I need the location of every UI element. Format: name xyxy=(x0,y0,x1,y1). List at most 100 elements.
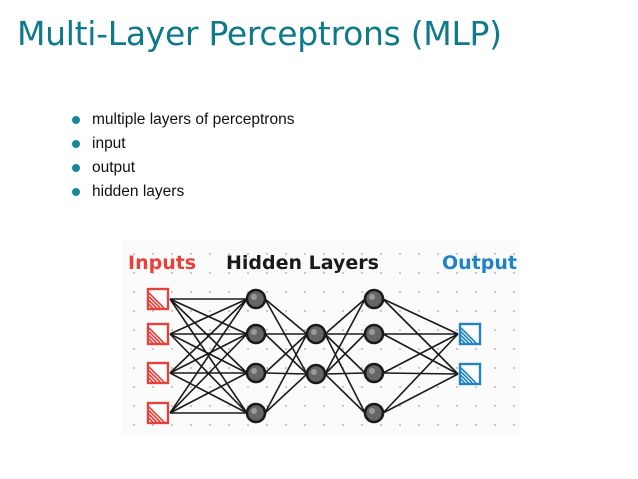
connection-edge xyxy=(169,298,248,335)
grid-dot xyxy=(437,405,439,407)
grid-dot xyxy=(304,310,306,312)
grid-dot xyxy=(342,272,344,274)
grid-dot xyxy=(456,310,458,312)
connection-edge xyxy=(324,298,366,375)
grid-dot xyxy=(228,253,230,255)
grid-dot xyxy=(494,272,496,274)
grid-dot xyxy=(475,253,477,255)
grid-dot xyxy=(361,272,363,274)
grid-dot xyxy=(323,405,325,407)
grid-dot xyxy=(418,291,420,293)
grid-dot xyxy=(228,272,230,274)
grid-dot xyxy=(285,367,287,369)
hidden-layers-header: Hidden Layers xyxy=(226,252,379,274)
hidden-neuron xyxy=(245,323,267,345)
grid-dot xyxy=(361,310,363,312)
inputs-header: Inputs xyxy=(128,252,196,274)
hidden-neuron xyxy=(363,362,385,384)
grid-dot xyxy=(418,329,420,331)
grid-dot xyxy=(456,329,458,331)
grid-dot xyxy=(266,405,268,407)
grid-dot xyxy=(247,424,249,426)
grid-dot xyxy=(399,348,401,350)
grid-dot xyxy=(285,272,287,274)
grid-dot xyxy=(513,291,515,293)
grid-dot xyxy=(513,272,515,274)
connection-edge xyxy=(324,298,366,335)
grid-dot xyxy=(399,424,401,426)
grid-dot xyxy=(380,386,382,388)
grid-dot xyxy=(361,253,363,255)
grid-dot xyxy=(171,291,173,293)
grid-dot xyxy=(190,272,192,274)
grid-dot xyxy=(418,348,420,350)
grid-dot xyxy=(475,348,477,350)
grid-dot xyxy=(475,405,477,407)
grid-dot xyxy=(285,253,287,255)
grid-dot xyxy=(475,272,477,274)
grid-dot xyxy=(323,310,325,312)
connection-edge xyxy=(382,333,459,374)
grid-dot xyxy=(266,253,268,255)
connection-edge xyxy=(324,372,366,375)
hidden-neuron xyxy=(245,362,267,384)
grid-dot xyxy=(475,291,477,293)
grid-dot xyxy=(342,329,344,331)
connection-edge xyxy=(169,298,248,414)
grid-dot xyxy=(171,272,173,274)
hidden-neuron xyxy=(305,363,327,385)
grid-dot xyxy=(133,386,135,388)
input-node xyxy=(146,287,170,311)
grid-dot xyxy=(399,272,401,274)
connections xyxy=(169,298,459,414)
input-node xyxy=(146,361,170,385)
grid-dot xyxy=(437,386,439,388)
grid-dot xyxy=(304,386,306,388)
grid-dot xyxy=(171,310,173,312)
grid-dot xyxy=(513,405,515,407)
grid-dot xyxy=(228,291,230,293)
grid-dot xyxy=(285,405,287,407)
grid-dot xyxy=(437,291,439,293)
output-header: Output xyxy=(442,252,517,274)
grid-dot xyxy=(437,272,439,274)
bullet-dot-icon xyxy=(72,140,80,148)
grid-dot xyxy=(209,329,211,331)
grid-dot xyxy=(380,272,382,274)
grid-dot xyxy=(361,329,363,331)
grid-dot xyxy=(285,291,287,293)
mlp-diagram-canvas: Inputs Hidden Layers Output xyxy=(128,252,517,426)
grid-dot xyxy=(342,424,344,426)
grid-dot xyxy=(380,348,382,350)
grid-dot xyxy=(133,253,135,255)
grid-dot xyxy=(494,367,496,369)
grid-dot xyxy=(209,291,211,293)
grid-dot xyxy=(342,348,344,350)
grid-dot xyxy=(513,253,515,255)
grid-dot xyxy=(513,348,515,350)
grid-dot xyxy=(399,367,401,369)
grid-dot xyxy=(247,348,249,350)
grid-dot xyxy=(513,367,515,369)
output-node xyxy=(458,322,482,346)
grid-dot xyxy=(437,310,439,312)
grid-dot xyxy=(304,348,306,350)
bullet-dot-icon xyxy=(72,188,80,196)
grid-dot xyxy=(152,310,154,312)
connection-edge xyxy=(264,333,308,374)
bullet-item: input xyxy=(72,132,294,156)
bullet-dot-icon xyxy=(72,116,80,124)
grid-dot xyxy=(133,310,135,312)
grid-dot xyxy=(190,310,192,312)
grid-dot xyxy=(418,405,420,407)
grid-dot xyxy=(399,405,401,407)
grid-dot xyxy=(437,329,439,331)
grid-dot xyxy=(266,329,268,331)
grid-dot xyxy=(171,253,173,255)
grid-dot xyxy=(247,272,249,274)
grid-dot xyxy=(190,291,192,293)
grid-dot xyxy=(418,272,420,274)
grid-dot xyxy=(152,424,154,426)
hidden-neuron xyxy=(305,323,327,345)
input-node xyxy=(146,322,170,346)
